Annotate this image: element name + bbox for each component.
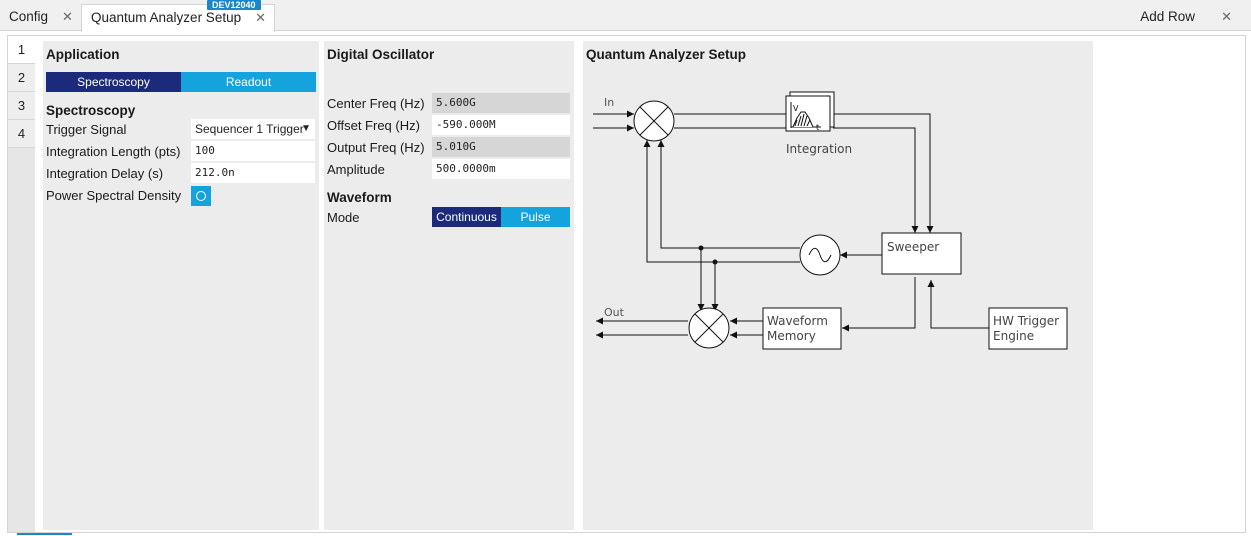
close-all-icon[interactable]: ✕ <box>1221 9 1232 24</box>
diagram-title: Quantum Analyzer Setup <box>586 47 747 62</box>
output-freq-label: Output Freq (Hz) <box>327 140 425 155</box>
diagram-panel: Quantum Analyzer Setup <box>583 41 1093 530</box>
integration-length-label: Integration Length (pts) <box>46 144 181 159</box>
psd-label: Power Spectral Density <box>46 188 182 203</box>
trigger-signal-select[interactable]: Sequencer 1 Trigger ▼ <box>191 119 315 139</box>
v-axis-label: V <box>793 104 799 113</box>
out-label: Out <box>604 306 625 319</box>
row-item-1[interactable]: 1 <box>8 36 35 64</box>
application-mode-toggle: Spectroscopy Readout <box>46 72 316 92</box>
application-title: Application <box>46 47 120 62</box>
row-item-3[interactable]: 3 <box>8 92 35 120</box>
scroll-indicator <box>17 533 72 535</box>
readout-button[interactable]: Readout <box>181 72 316 92</box>
hw-trigger-label-2: Engine <box>993 329 1034 343</box>
integration-delay-label: Integration Delay (s) <box>46 166 164 181</box>
waveform-section-title: Waveform <box>327 190 392 205</box>
trigger-signal-label: Trigger Signal <box>46 122 127 137</box>
device-badge: DEV12040 <box>207 0 261 10</box>
pulse-button[interactable]: Pulse <box>501 207 570 227</box>
application-panel: Application Spectroscopy Readout Spectro… <box>43 41 319 530</box>
add-row-button[interactable]: Add Row <box>1140 9 1195 24</box>
continuous-button[interactable]: Continuous <box>432 207 501 227</box>
trigger-signal-value: Sequencer 1 Trigger <box>195 122 304 136</box>
close-icon[interactable]: ✕ <box>62 9 73 24</box>
psd-toggle[interactable] <box>191 186 211 206</box>
amplitude-input[interactable]: 500.0000m <box>432 159 570 179</box>
integration-block-label: Integration <box>786 142 852 156</box>
row-item-4[interactable]: 4 <box>8 120 35 148</box>
in-label: In <box>604 96 614 109</box>
integration-length-input[interactable]: 100 <box>191 141 315 161</box>
content-area: 1 2 3 4 Application Spectroscopy Readout… <box>7 35 1246 533</box>
row-item-2[interactable]: 2 <box>8 64 35 92</box>
waveform-mode-toggle: Continuous Pulse <box>432 207 570 227</box>
t-axis-label: t <box>816 123 819 132</box>
offset-freq-label: Offset Freq (Hz) <box>327 118 420 133</box>
waveform-memory-label-1: Waveform <box>767 314 828 328</box>
tab-qa-label: Quantum Analyzer Setup <box>91 10 242 25</box>
hw-trigger-label-1: HW Trigger <box>993 314 1059 328</box>
center-freq-field: 5.600G <box>432 93 570 113</box>
mode-label: Mode <box>327 210 360 225</box>
signal-flow-diagram: In Out V t Integration Sweeper Waveform … <box>593 91 1068 350</box>
spectroscopy-button[interactable]: Spectroscopy <box>46 72 181 92</box>
offset-freq-input[interactable]: -590.000M <box>432 115 570 135</box>
tab-config-label: Config <box>9 9 49 24</box>
waveform-memory-label-2: Memory <box>767 329 816 343</box>
output-freq-field: 5.010G <box>432 137 570 157</box>
row-list: 1 2 3 4 <box>8 36 35 532</box>
tab-config[interactable]: Config ✕ <box>0 4 81 31</box>
oscillator-title: Digital Oscillator <box>327 47 435 62</box>
tab-bar: Config ✕ Quantum Analyzer Setup ✕ DEV12040… <box>0 0 1251 32</box>
center-freq-label: Center Freq (Hz) <box>327 96 425 111</box>
dropdown-arrow-icon: ▼ <box>301 123 311 134</box>
close-icon[interactable]: ✕ <box>255 10 266 25</box>
oscillator-panel: Digital Oscillator Center Freq (Hz) 5.60… <box>324 41 574 530</box>
sweeper-block-label: Sweeper <box>887 240 939 254</box>
integration-delay-input[interactable]: 212.0n <box>191 163 315 183</box>
spectroscopy-section-title: Spectroscopy <box>46 103 136 118</box>
amplitude-label: Amplitude <box>327 162 385 177</box>
